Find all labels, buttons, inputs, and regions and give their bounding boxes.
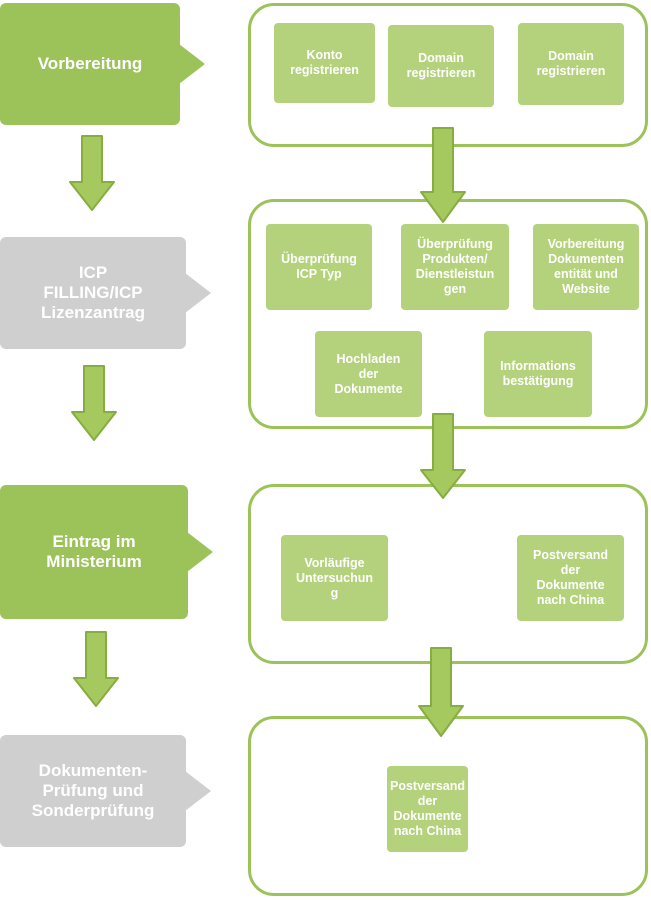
step-domain-registrieren: Domain registrieren — [518, 23, 624, 105]
step-informations-bestaetigung: Informations bestätigung — [484, 331, 592, 417]
stage-label: ICP FILLING/ICP Lizenzantrag — [41, 263, 145, 322]
step-postversand: Postversand der Dokumente nach China — [517, 535, 624, 621]
stage-label: Vorbereitung — [37, 54, 143, 73]
step-vorlaeufige-untersuchung: Vorläufige Untersuchun g — [281, 535, 388, 621]
down-arrow-icon — [418, 647, 464, 737]
down-arrow-icon — [73, 631, 119, 707]
step-postversand: Postversand der Dokumente nach China — [387, 766, 468, 852]
down-arrow-icon — [420, 413, 466, 499]
stage-dokumentenpruefung: Dokumenten- Prüfung und Sonderprüfung — [0, 735, 211, 847]
step-domain-registrieren: Domain registrieren — [388, 25, 494, 107]
step-vorbereitung-dokumente: Vorbereitung Dokumenten entität und Webs… — [533, 224, 639, 310]
step-hochladen-dokumente: Hochladen der Dokumente — [315, 331, 422, 417]
stage-vorbereitung: Vorbereitung — [0, 3, 205, 125]
step-konto-registrieren: Konto registrieren — [274, 23, 375, 103]
step-pruefung-produkte: Überprüfung Produkten/ Dienstleistun gen — [401, 224, 509, 310]
stage-icp-filling: ICP FILLING/ICP Lizenzantrag — [0, 237, 211, 349]
down-arrow-icon — [71, 365, 117, 441]
stage-label: Eintrag im Ministerium — [46, 532, 142, 571]
stage-eintrag-ministerium: Eintrag im Ministerium — [0, 485, 213, 619]
step-pruefung-icp-typ: Überprüfung ICP Typ — [266, 224, 372, 310]
stage-label: Dokumenten- Prüfung und Sonderprüfung — [31, 761, 155, 820]
down-arrow-icon — [420, 127, 466, 223]
down-arrow-icon — [69, 135, 115, 211]
